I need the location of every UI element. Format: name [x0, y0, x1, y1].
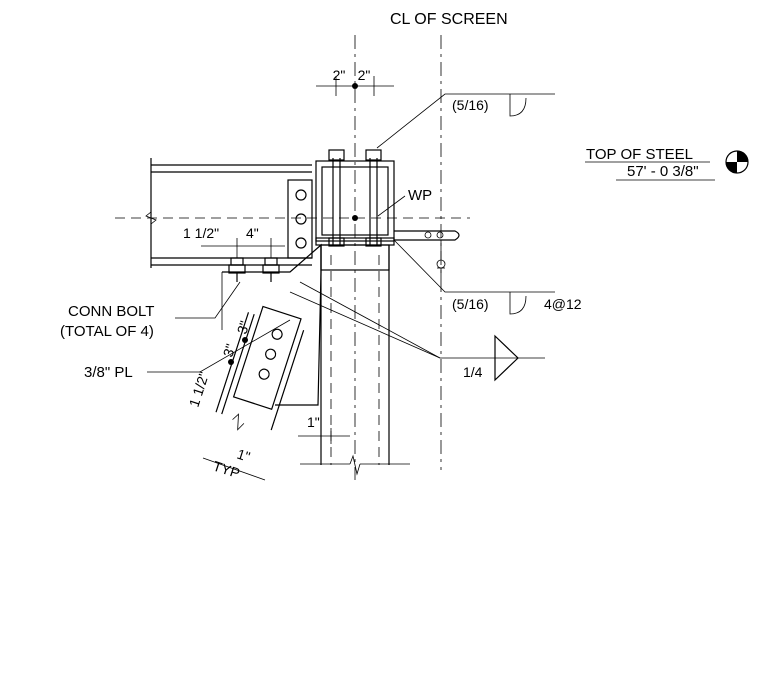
- dim-2-right-label: 2": [358, 67, 371, 83]
- beam-break-symbol: [145, 211, 157, 225]
- dim-dot-a: [242, 337, 248, 343]
- dim-1-1-2-b-label: 1 1/2": [186, 370, 212, 409]
- dim-beam-bolts: [201, 238, 285, 258]
- dim-1-1-2-label: 1 1/2": [183, 225, 219, 241]
- work-point-marker: [352, 215, 358, 221]
- dim-1-brace-label: 1": [235, 446, 252, 465]
- top-of-steel-elevation: 57' - 0 3/8": [627, 163, 699, 180]
- cl-of-screen-label: CL OF SCREEN: [390, 11, 508, 28]
- weld-5-16-top-label: (5/16): [452, 97, 489, 113]
- leader-weld-bottom: [393, 239, 510, 293]
- wp-label: WP: [408, 187, 432, 204]
- diagonal-brace: [215, 305, 305, 431]
- leader-weld-top: [376, 93, 510, 149]
- column-break-symbol: [349, 454, 361, 476]
- weld-1-4-label: 1/4: [463, 364, 483, 380]
- weld-symbol-top: [509, 93, 555, 117]
- weld-symbol-1-4: [494, 334, 519, 382]
- dim-4-label: 4": [246, 225, 259, 241]
- gusset-plate: [222, 243, 322, 406]
- beam: [145, 158, 313, 268]
- plate-3-8-label: 3/8" PL: [84, 364, 133, 381]
- dim-1-col: [298, 428, 350, 444]
- brace-break-symbol: [232, 413, 245, 431]
- dim-3-a-label: 3": [234, 319, 253, 336]
- dim-1-brace-line: [202, 457, 266, 481]
- leader-plate: [147, 319, 291, 373]
- dim-2-2: [316, 76, 394, 96]
- leader-wp: [377, 195, 406, 217]
- weld-symbol-bottom: [509, 291, 555, 315]
- right-bracket: [394, 230, 460, 278]
- dim-1-col-label: 1": [307, 414, 320, 430]
- dim-dot-b: [228, 359, 234, 365]
- weld-5-16-bottom-label: (5/16): [452, 296, 489, 312]
- dim-2-left-label: 2": [333, 67, 346, 83]
- leader-weld-1-4: [289, 281, 545, 359]
- conn-bolts: [228, 257, 280, 282]
- leader-conn-bolt: [175, 281, 241, 319]
- conn-bolt-label: CONN BOLT: [68, 303, 154, 320]
- spacing-4-at-12-label: 4@12: [544, 296, 582, 312]
- dim-3-b-label: 3": [220, 342, 239, 359]
- top-of-steel-label: TOP OF STEEL: [586, 146, 693, 163]
- elevation-marker: [585, 150, 749, 181]
- total-of-4-label: (TOTAL OF 4): [60, 323, 154, 340]
